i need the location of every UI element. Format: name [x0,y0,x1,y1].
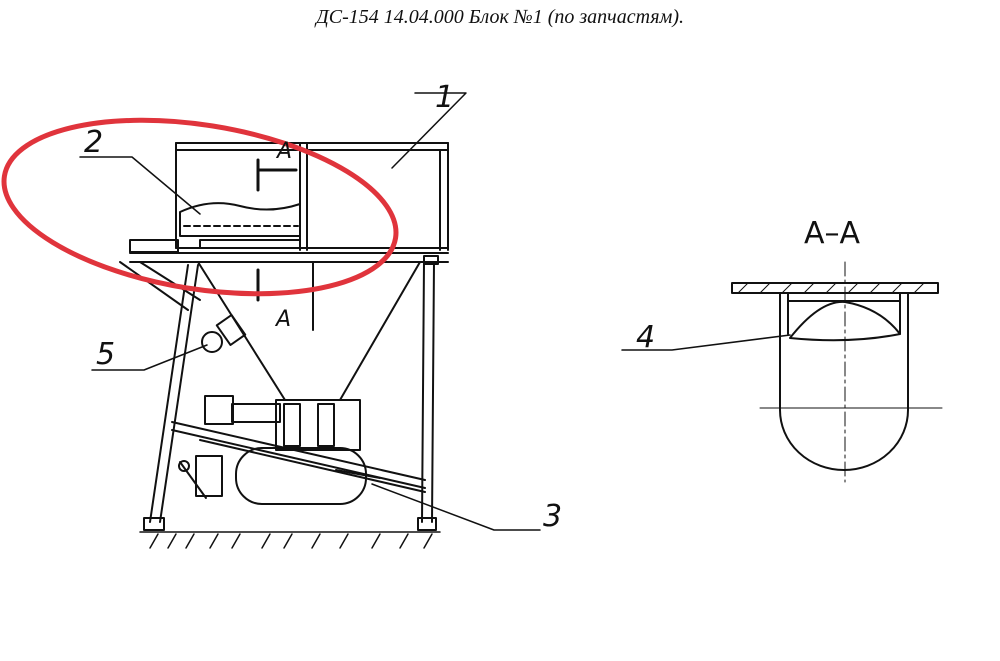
valve [201,314,247,353]
section-mark-bottom: A [274,307,291,332]
drawing-title: ДС-154 14.04.000 Блок №1 (по запчастям). [316,6,684,28]
ground-hatching [139,531,441,549]
callout-4: 4 [636,320,655,355]
callout-3: 3 [543,499,562,534]
sieve-element [179,202,301,237]
callout-2: 2 [84,125,103,160]
callout-5: 5 [96,337,115,372]
support-frame [143,255,439,531]
callout-1: 1 [435,80,454,115]
section-mark [256,158,298,302]
section-mark-top: A [275,139,292,164]
highlight-ellipse [1,117,399,297]
section-label: A–A [804,216,861,251]
conveyor-feeder [171,395,426,505]
section-view [731,261,943,483]
callout-leaders [79,92,791,531]
